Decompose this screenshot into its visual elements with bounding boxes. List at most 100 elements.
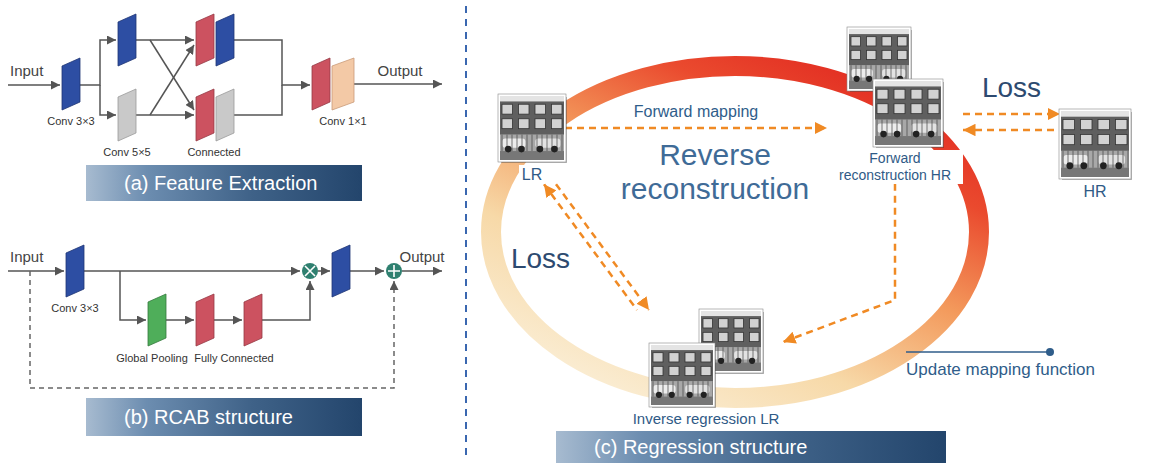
photo-ground xyxy=(499,151,565,161)
photo-background xyxy=(499,95,565,161)
photo-window xyxy=(719,319,729,328)
photo-railing xyxy=(532,135,533,152)
wire xyxy=(318,270,330,272)
photo-wheel xyxy=(1066,162,1073,169)
fc-layer xyxy=(196,294,214,346)
photo-railing xyxy=(937,120,938,137)
callout-label: Update mapping function xyxy=(906,360,1095,380)
photo-railing xyxy=(758,347,759,363)
photo-railing xyxy=(861,65,862,81)
band-title: (b) RCAB structure xyxy=(86,406,301,429)
wire xyxy=(150,40,194,110)
image-caption: LR xyxy=(519,165,545,184)
photo-railing xyxy=(1098,151,1099,168)
conv-layer xyxy=(118,89,136,141)
photo-railing xyxy=(902,120,903,137)
photo-railing xyxy=(562,135,563,152)
photo-window xyxy=(894,89,905,99)
leader-dot xyxy=(1046,348,1054,356)
wire xyxy=(402,270,442,272)
photo-wheel xyxy=(880,131,887,138)
photo-railing xyxy=(851,65,852,81)
photo-window xyxy=(535,104,546,114)
photo xyxy=(498,94,567,163)
photo-window xyxy=(734,332,744,341)
photo-wheel xyxy=(518,146,525,153)
photo-railing xyxy=(502,135,503,152)
photo-background xyxy=(1060,110,1130,178)
conv-layer xyxy=(216,89,234,141)
photo-window xyxy=(877,89,888,99)
photo-railing xyxy=(1093,151,1094,168)
edge-label: Forward mapping xyxy=(634,103,759,121)
photo-railing xyxy=(708,381,709,397)
photo-railing xyxy=(683,381,684,397)
photo-window xyxy=(703,332,713,341)
photo-railing xyxy=(1128,151,1129,168)
photo-window xyxy=(867,50,877,59)
photo xyxy=(649,343,716,408)
wire xyxy=(100,85,116,115)
photo-stack xyxy=(1060,110,1130,178)
photo-window xyxy=(911,104,922,114)
fc-layer xyxy=(244,294,262,346)
photo-stack xyxy=(650,310,762,406)
photo-railing xyxy=(663,381,664,397)
photo-window xyxy=(750,332,760,341)
concat-layer xyxy=(312,58,330,110)
photo-railing xyxy=(892,120,893,137)
panel-divider xyxy=(465,6,467,460)
conv-layer xyxy=(332,245,350,297)
photo-railing xyxy=(912,120,913,137)
caption-band: (c) Regression structure xyxy=(556,431,946,463)
add-symbol xyxy=(386,263,402,279)
photo-window xyxy=(535,119,546,129)
photo-wheel xyxy=(701,392,707,398)
photo-railing xyxy=(653,381,654,397)
photo-window xyxy=(519,119,530,129)
concat-layer xyxy=(196,89,214,141)
regression-loop xyxy=(491,66,979,398)
photo-window xyxy=(928,89,939,99)
photo-window xyxy=(882,37,892,46)
photo-window xyxy=(928,104,939,114)
photo-railing xyxy=(907,120,908,137)
photo-window xyxy=(750,319,760,328)
photo-window xyxy=(703,319,713,328)
loop-title: Reverse reconstruction xyxy=(595,138,835,206)
photo-ground xyxy=(874,136,942,146)
photo-railing xyxy=(1078,151,1079,168)
photo-wheel xyxy=(1080,162,1087,169)
photo-wheel xyxy=(505,146,512,153)
wire xyxy=(8,270,64,272)
photo-building xyxy=(1060,117,1130,151)
wire xyxy=(8,84,60,86)
photo-window xyxy=(552,104,563,114)
port-label: Output xyxy=(399,248,444,265)
photo-wheel xyxy=(854,76,860,82)
band-title: (a) Feature Extraction xyxy=(86,172,325,195)
photo-window xyxy=(685,353,695,362)
photo-railing xyxy=(547,135,548,152)
multiply-symbol xyxy=(302,263,318,279)
photo-wheel xyxy=(749,358,755,364)
photo-railing xyxy=(906,65,907,81)
wire xyxy=(136,39,194,41)
wire xyxy=(262,281,310,320)
wire xyxy=(80,40,116,85)
photo-window xyxy=(894,104,905,114)
photo-wheel xyxy=(718,358,724,364)
image-panel: Inverse regression LR xyxy=(629,310,783,428)
photo-border xyxy=(650,344,714,406)
photo-window xyxy=(1081,120,1093,130)
conv-layer xyxy=(118,14,136,66)
port-label: Input xyxy=(10,62,43,79)
photo-wheel xyxy=(894,131,901,138)
add-cross xyxy=(388,265,400,277)
conv-layer xyxy=(62,58,80,110)
photo-railing xyxy=(743,347,744,363)
photo-outline xyxy=(1059,109,1131,179)
photo-window xyxy=(882,50,892,59)
photo-window xyxy=(701,366,711,375)
